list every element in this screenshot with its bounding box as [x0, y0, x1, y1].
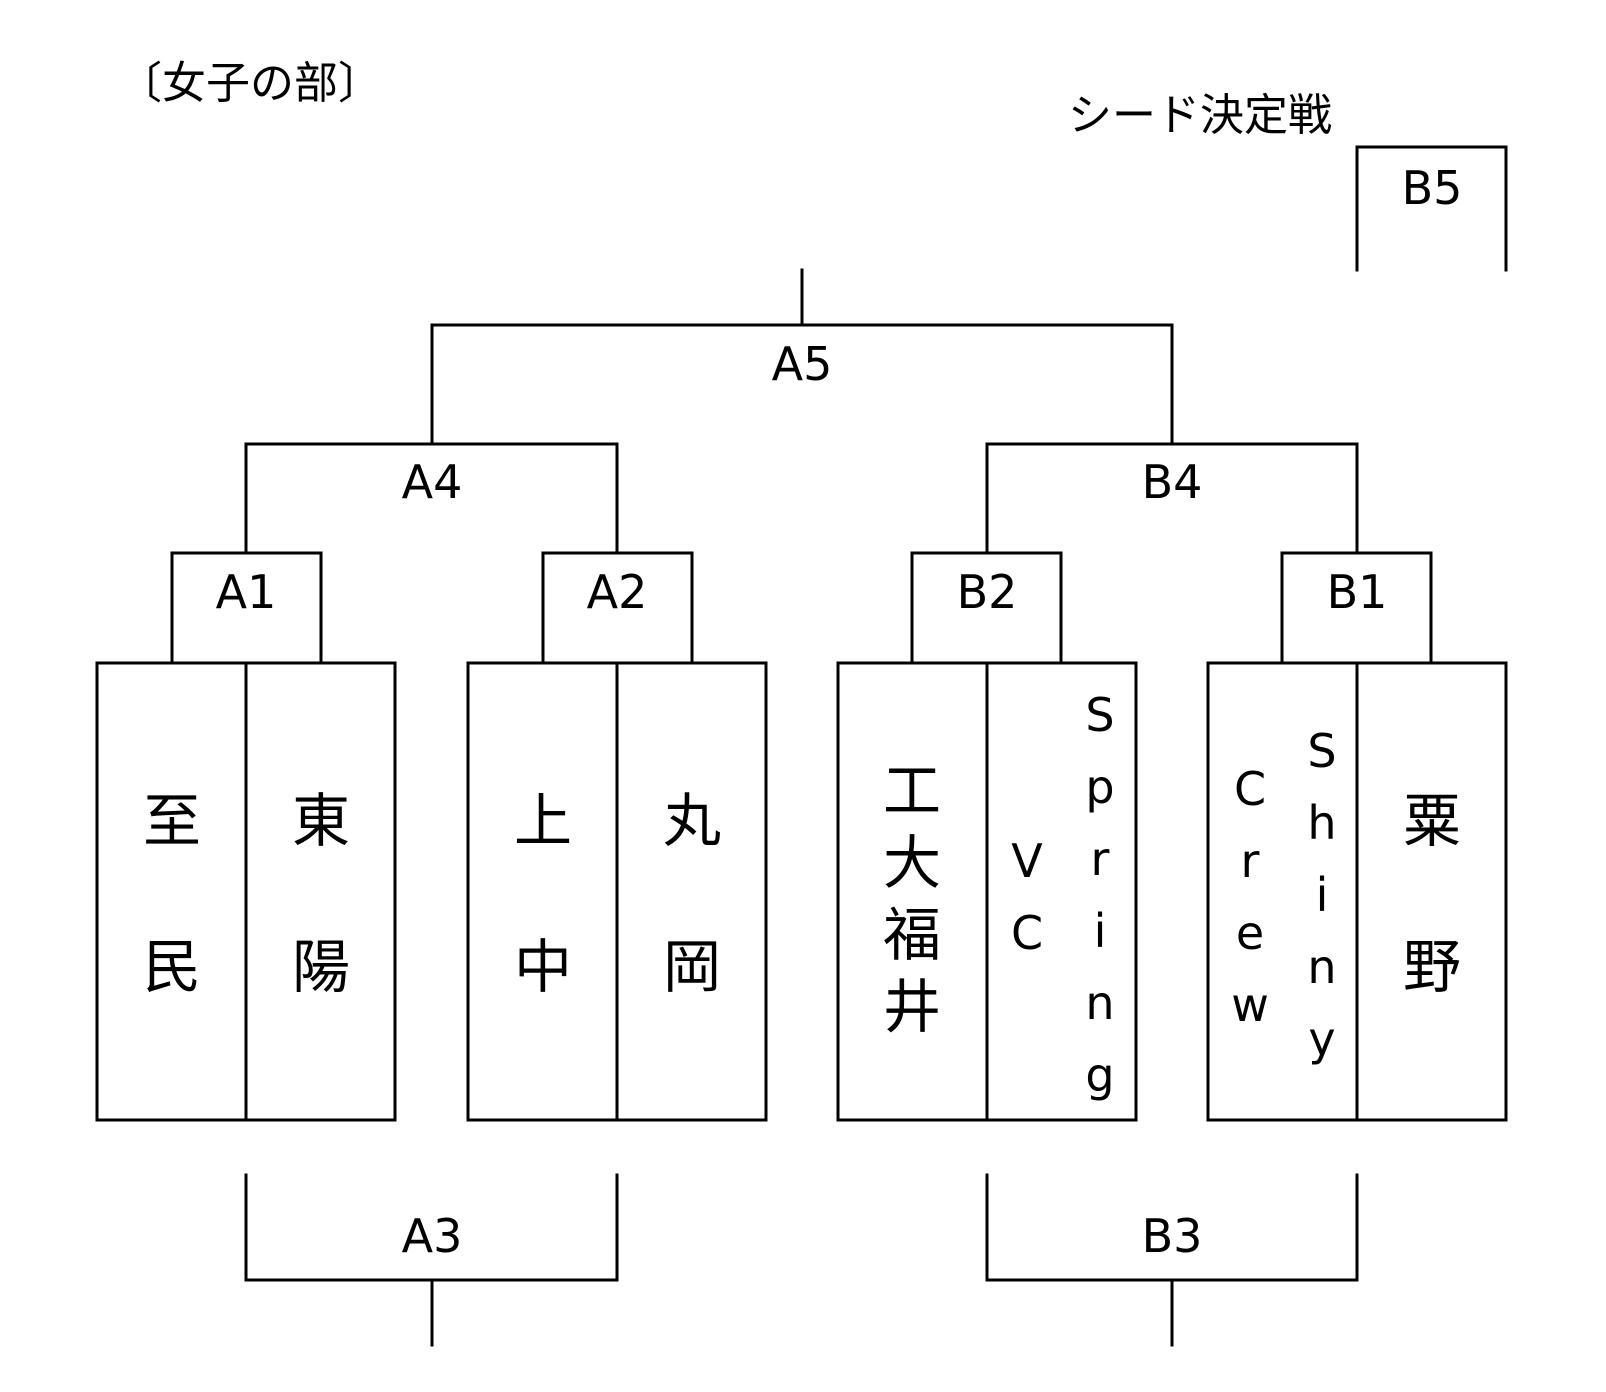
team-char: i [1093, 904, 1107, 958]
team-vc-spring-spring: S p r i n g [1085, 692, 1114, 1098]
match-label-a3: A3 [401, 1209, 463, 1263]
match-label-a5: A5 [771, 337, 833, 391]
team-char: n [1307, 940, 1337, 994]
team-char: 中 [513, 933, 573, 1001]
team-char: r [1090, 832, 1110, 886]
team-char: h [1307, 796, 1337, 850]
team-char: 陽 [291, 933, 351, 1001]
team-char: 岡 [662, 933, 722, 1001]
team-char: 粟 [1402, 787, 1462, 855]
team-char: 井 [882, 973, 942, 1041]
team-char: g [1085, 1048, 1115, 1102]
team-char: 丸 [662, 787, 722, 855]
team-char: S [1085, 688, 1115, 742]
team-char: e [1235, 906, 1265, 960]
match-b5-bracket [1355, 145, 1508, 272]
team-crew-shiny-crew: C r e w [1231, 766, 1269, 1028]
team-char: y [1308, 1012, 1336, 1066]
team-char: w [1231, 978, 1269, 1032]
match-label-a1: A1 [215, 565, 277, 619]
team-char: C [1010, 906, 1044, 960]
match-label-b5: B5 [1401, 161, 1463, 215]
team-maruoka: 丸 岡 [663, 792, 721, 996]
team-char: 野 [1402, 933, 1462, 1001]
team-char: 大 [882, 829, 942, 897]
seed-match-title: シード決定戦 [1068, 90, 1332, 141]
team-shimin: 至 民 [143, 792, 201, 996]
section-title: 〔女子の部〕 [118, 58, 382, 109]
team-char: 福 [882, 901, 942, 969]
team-char: 工 [882, 757, 942, 825]
team-vc-spring-vc: V C [1011, 838, 1043, 956]
team-char: r [1240, 834, 1260, 888]
team-char: 民 [142, 933, 202, 1001]
team-kamichu: 上 中 [514, 792, 572, 996]
team-char: n [1085, 976, 1115, 1030]
team-char: V [1011, 834, 1043, 888]
match-label-a2: A2 [586, 565, 648, 619]
team-awano: 粟 野 [1403, 792, 1461, 996]
team-char: S [1307, 724, 1337, 778]
match-label-a4: A4 [401, 455, 463, 509]
team-char: i [1315, 868, 1329, 922]
team-char: 至 [142, 787, 202, 855]
match-label-b3: B3 [1141, 1209, 1203, 1263]
team-toyo: 東 陽 [292, 792, 350, 996]
team-char: 東 [291, 787, 351, 855]
team-kodai-fukui: 工 大 福 井 [883, 762, 941, 1036]
team-char: 上 [513, 787, 573, 855]
team-char: p [1085, 760, 1115, 814]
match-label-b1: B1 [1326, 565, 1388, 619]
match-label-b4: B4 [1141, 455, 1203, 509]
team-char: C [1233, 762, 1267, 816]
team-crew-shiny-shiny: S h i n y [1307, 728, 1336, 1062]
match-label-b2: B2 [956, 565, 1018, 619]
